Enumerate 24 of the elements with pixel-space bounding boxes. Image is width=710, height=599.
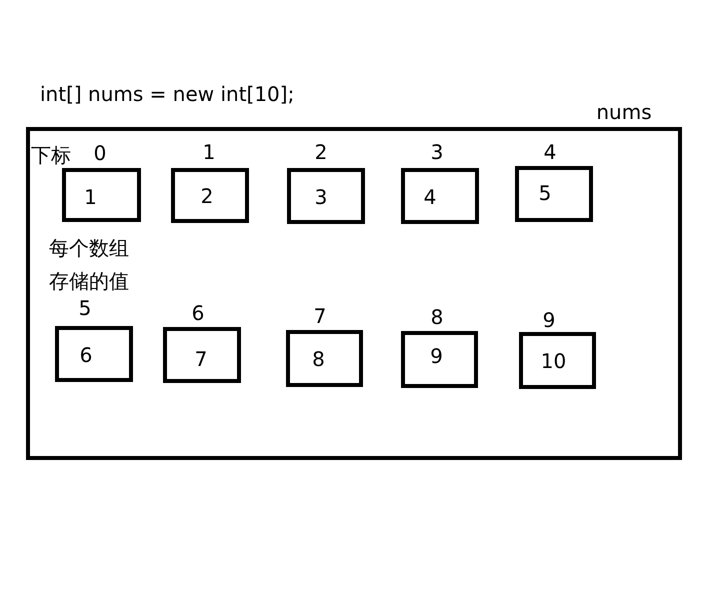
array-element-box: 5 [515, 166, 593, 222]
array-element-box: 9 [401, 331, 478, 388]
index-label: 0 [94, 143, 106, 163]
value-caption: 每个数组存储的值 [49, 235, 130, 295]
index-caption: 下标 [31, 145, 71, 165]
array-element-box: 4 [401, 168, 479, 224]
index-label: 5 [78, 298, 92, 318]
array-element-box: 8 [286, 330, 363, 387]
array-element-box: 7 [163, 327, 241, 383]
array-element-box: 10 [519, 332, 596, 389]
index-label: 8 [430, 307, 444, 327]
code-title: int[] nums = new int[10]; [40, 84, 294, 104]
index-label: 1 [202, 142, 216, 162]
array-element-box: 2 [171, 168, 249, 223]
index-label: 7 [314, 306, 326, 326]
index-label: 9 [542, 310, 556, 330]
array-name-label: nums [596, 102, 652, 122]
index-label: 4 [544, 142, 556, 162]
array-element-box: 6 [55, 326, 133, 382]
array-element-box: 3 [287, 168, 365, 224]
index-label: 3 [430, 142, 444, 162]
index-label: 2 [314, 142, 328, 162]
array-element-box: 1 [62, 168, 141, 222]
index-label: 6 [192, 303, 204, 323]
